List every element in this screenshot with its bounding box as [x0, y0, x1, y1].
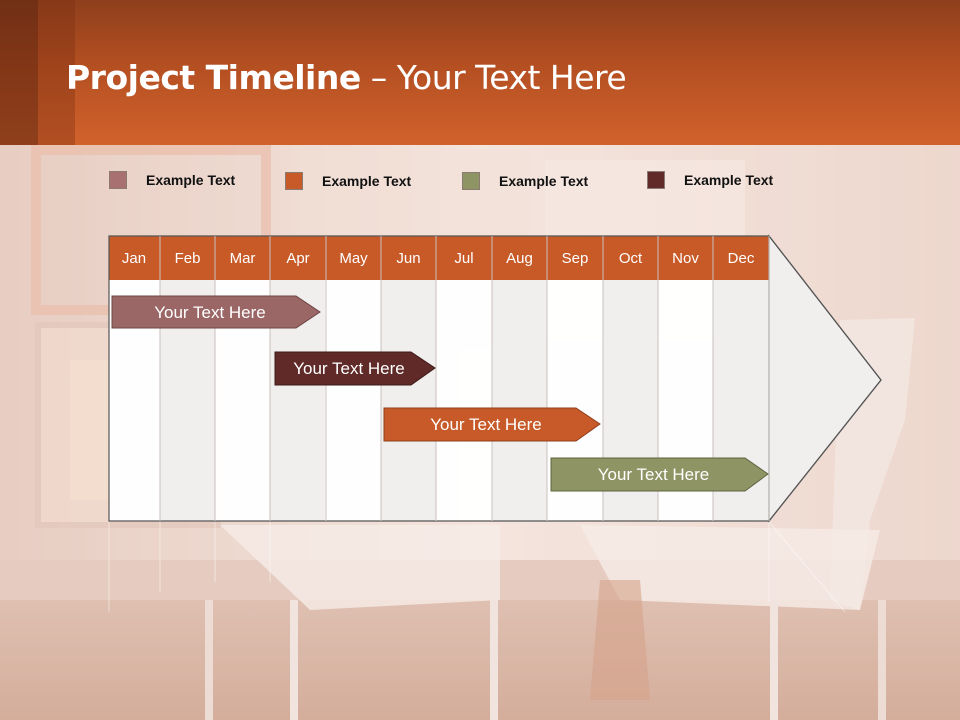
task-label: Your Text Here — [597, 465, 710, 484]
legend-label: Example Text — [499, 173, 589, 189]
task-label: Your Text Here — [154, 303, 266, 322]
legend-item: Example Text — [109, 170, 235, 190]
slide-title: Project Timeline – Your Text Here — [66, 58, 627, 97]
task-bar-4 — [550, 457, 769, 492]
legend-item: Example Text — [647, 170, 773, 190]
month-header: Jan Feb Mar Apr May Jun Jul Aug Sep Oct … — [109, 237, 809, 281]
month-label: Dec — [727, 250, 755, 267]
title-bar: Project Timeline – Your Text Here — [0, 0, 960, 145]
month-label: Jul — [454, 250, 474, 267]
task-bar-1 — [111, 295, 321, 329]
month-label: Jan — [121, 250, 147, 267]
header-accent-strip — [38, 0, 75, 145]
task-label: Your Text Here — [430, 415, 542, 434]
legend-item: Example Text — [462, 171, 588, 191]
header-accent-strip — [0, 0, 38, 145]
task-bar-3 — [383, 407, 601, 442]
month-label: Sep — [561, 250, 589, 267]
legend-label: Example Text — [322, 173, 412, 189]
month-label: May — [339, 250, 368, 267]
month-label: Jun — [396, 250, 421, 267]
legend-label: Example Text — [684, 172, 774, 188]
task-bar-2 — [274, 351, 436, 386]
title-rest: – Your Text Here — [360, 58, 627, 97]
title-bold: Project Timeline — [66, 58, 361, 97]
month-label: Mar — [229, 250, 256, 267]
legend-swatch — [285, 172, 303, 190]
month-label: Nov — [672, 250, 699, 267]
legend-label: Example Text — [146, 172, 236, 188]
legend-swatch — [109, 171, 127, 189]
month-label: Apr — [286, 250, 310, 267]
legend-swatch — [647, 171, 665, 189]
month-label: Aug — [506, 250, 533, 267]
timeline-reflection — [108, 522, 846, 613]
month-label: Feb — [174, 250, 201, 267]
legend-item: Example Text — [285, 171, 411, 191]
month-label: Oct — [618, 250, 643, 267]
task-label: Your Text Here — [293, 359, 405, 378]
legend-swatch — [462, 172, 480, 190]
